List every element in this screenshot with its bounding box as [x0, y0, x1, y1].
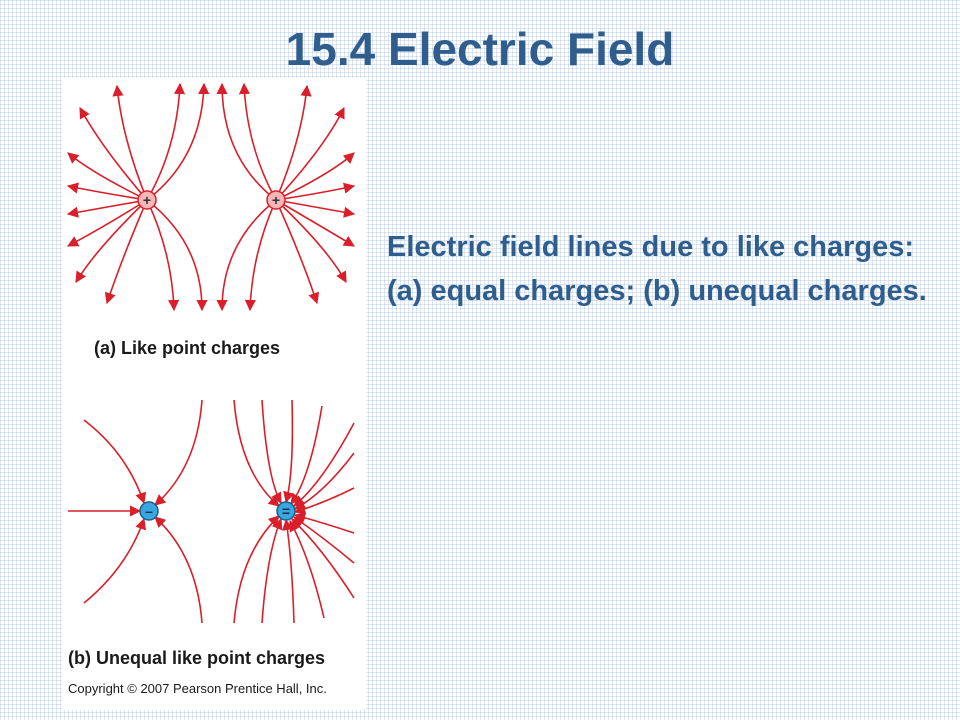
negative-charge-left [139, 501, 159, 521]
charge-label-a-right: + [272, 192, 280, 208]
slide-description: Electric field lines due to like charges… [387, 231, 927, 307]
caption-b: (b) Unequal like point charges [68, 648, 326, 668]
copyright-notice: Copyright © 2007 Pearson Prentice Hall, … [68, 681, 327, 696]
positive-charge-right [266, 190, 286, 210]
positive-charge-left [137, 190, 157, 210]
field-lines-diagram: + + – = [66, 82, 356, 624]
charge-label-a-left: + [143, 192, 151, 208]
panel-b-field-lines [68, 399, 355, 624]
field-lines-figure: + + – = ( [62, 78, 366, 710]
caption-a: (a) Like point charges [94, 338, 281, 358]
charge-label-b-right: = [282, 503, 290, 519]
panel-a-field-lines [66, 82, 356, 312]
slide-title: 15.4 Electric Field [285, 23, 675, 75]
charge-label-b-left: – [145, 503, 153, 519]
negative-charge-right [276, 501, 296, 521]
